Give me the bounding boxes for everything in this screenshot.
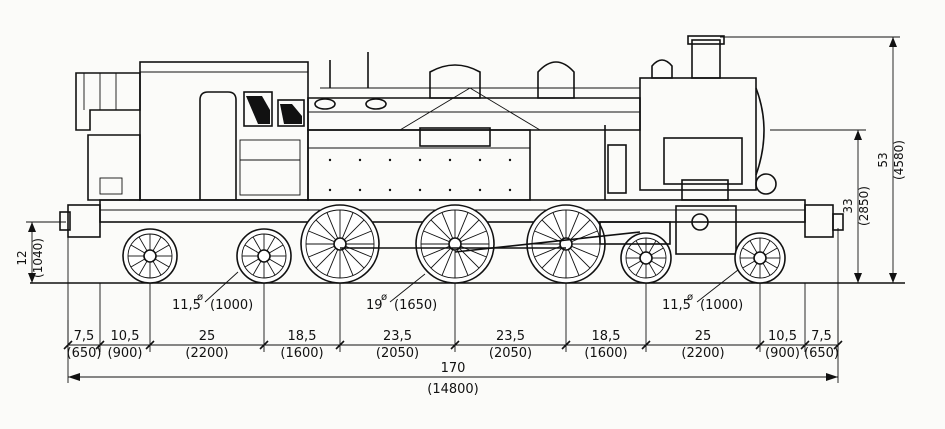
rear-buffer	[59, 211, 71, 231]
carrying-wheel-front-1	[620, 232, 672, 284]
svg-text:19: 19	[366, 298, 383, 313]
steam-dome	[429, 64, 481, 99]
cab	[139, 61, 309, 201]
wheel-set	[122, 204, 786, 284]
svg-text:12: 12	[15, 250, 29, 265]
dimension-value: 18,5	[288, 329, 317, 344]
window-shadow-2	[280, 104, 302, 124]
dimension-value-mm: (650)	[67, 346, 102, 361]
dimension-value: 10,5	[768, 329, 797, 344]
dimension-value: 23,5	[383, 329, 412, 344]
svg-text:(1000): (1000)	[210, 298, 253, 313]
bunker-top	[75, 72, 141, 131]
dimension-value-mm: (2050)	[489, 346, 532, 361]
svg-text:(1650): (1650)	[394, 298, 437, 313]
carrying-wheel-rear-2	[236, 228, 292, 284]
dimension-value: 25	[695, 329, 712, 344]
dimension-value: 23,5	[496, 329, 525, 344]
wheel-label-driving: 19 ø (1650)	[366, 273, 437, 313]
wheel-label-front-carrying: 11,5 ø (1000)	[172, 271, 253, 313]
cylinder-cover	[675, 205, 737, 255]
total-length-main: 170	[441, 361, 466, 376]
connecting-rod	[454, 231, 641, 253]
svg-text:ø: ø	[381, 292, 387, 303]
dimension-value-mm: (2050)	[376, 346, 419, 361]
dimension-value: 10,5	[111, 329, 140, 344]
svg-text:(2850): (2850)	[857, 186, 871, 226]
cab-window-2	[277, 99, 305, 127]
dimension-value-mm: (2200)	[681, 346, 724, 361]
coal-bunker	[87, 134, 141, 201]
svg-text:11,5: 11,5	[172, 298, 201, 313]
cab-window-1	[243, 91, 273, 127]
chimney	[691, 39, 721, 79]
svg-text:(1040): (1040)	[31, 238, 45, 278]
window-shadow-1	[246, 96, 270, 124]
locomotive-body	[59, 35, 844, 255]
overall-height-dimension: 53 (4580)	[720, 36, 906, 283]
dimension-value-mm: (1600)	[280, 346, 323, 361]
front-buffer-beam	[804, 204, 834, 238]
dimension-value-mm: (900)	[108, 346, 143, 361]
front-box	[663, 137, 743, 185]
dimension-value: 18,5	[592, 329, 621, 344]
svg-text:53: 53	[876, 152, 890, 167]
driving-wheel-2	[415, 204, 495, 284]
svg-text:ø: ø	[687, 292, 693, 303]
driving-wheel-1	[300, 204, 380, 284]
smokebox	[639, 77, 757, 191]
headlamp	[755, 173, 777, 195]
dimension-value-mm: (650)	[804, 346, 839, 361]
cab-door	[199, 91, 237, 200]
svg-text:(4580): (4580)	[892, 140, 906, 180]
dimension-value: 7,5	[74, 329, 95, 344]
boiler-height-dimension: 33 (2850)	[770, 129, 871, 283]
svg-text:11,5: 11,5	[662, 298, 691, 313]
total-length-sub: (14800)	[427, 382, 479, 397]
horizontal-dimension-chain: 7,5 (650) 10,5 (900) 25 (2200) 18,5 (1600) 23,5 (…	[63, 283, 843, 361]
air-pump	[607, 144, 627, 194]
dimension-value-mm: (2200)	[185, 346, 228, 361]
front-buffer	[832, 213, 844, 231]
wheel-label-rear-carrying: 11,5 ø (1000)	[662, 269, 743, 313]
tank-filler	[419, 127, 491, 147]
svg-text:(1000): (1000)	[700, 298, 743, 313]
boiler	[307, 97, 641, 131]
rear-buffer-beam	[67, 204, 101, 238]
buffer-height-dimension: 12 (1040)	[15, 221, 66, 283]
tank-rivets	[328, 158, 512, 192]
dimension-value: 7,5	[811, 329, 832, 344]
dimension-value: 25	[199, 329, 216, 344]
carrying-wheel-front-2	[734, 232, 786, 284]
dimension-value-mm: (900)	[765, 346, 800, 361]
driving-wheel-3	[526, 204, 606, 284]
carrying-wheel-rear-1	[122, 228, 178, 284]
dimension-value-mm: (1600)	[584, 346, 627, 361]
total-length-dimension: 170 (14800)	[67, 228, 839, 397]
cylinder	[599, 221, 671, 245]
svg-text:33: 33	[841, 198, 855, 213]
sand-dome	[537, 61, 575, 99]
svg-text:ø: ø	[197, 292, 203, 303]
